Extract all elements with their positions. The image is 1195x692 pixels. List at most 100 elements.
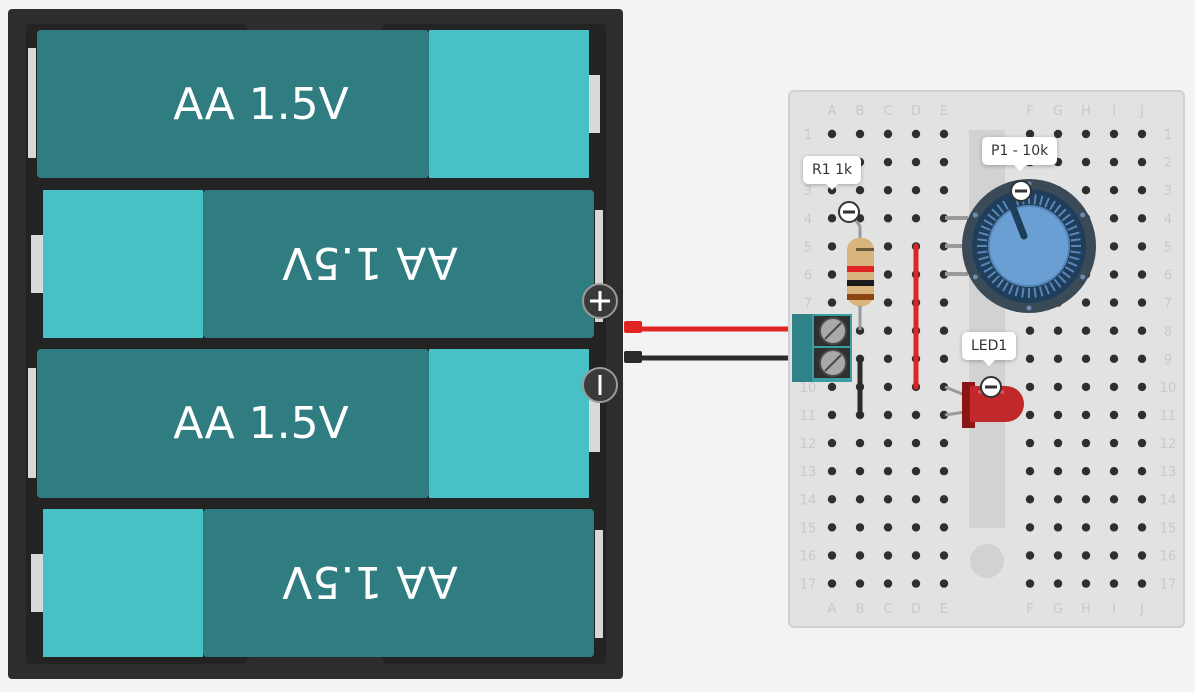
breadboard-hole[interactable] <box>1025 523 1035 532</box>
breadboard-hole[interactable] <box>1109 551 1119 560</box>
breadboard-hole[interactable] <box>939 410 949 420</box>
breadboard-hole[interactable] <box>883 186 893 195</box>
battery-leads[interactable] <box>624 321 800 363</box>
breadboard-hole[interactable] <box>911 129 921 139</box>
breadboard-hole[interactable] <box>883 495 893 504</box>
breadboard-hole[interactable] <box>1137 495 1147 504</box>
battery-pack[interactable]: AA 1.5V AA 1.5V AA 1.5V AA 1.5V <box>8 9 623 679</box>
breadboard-hole[interactable] <box>827 298 837 307</box>
breadboard-hole[interactable] <box>1109 354 1119 363</box>
breadboard-hole[interactable] <box>1081 467 1091 476</box>
breadboard-hole[interactable] <box>911 157 921 167</box>
breadboard-hole[interactable] <box>1109 326 1119 335</box>
battery-cell-4[interactable]: AA 1.5V <box>31 509 603 657</box>
terminal-block[interactable] <box>792 314 852 382</box>
breadboard-hole[interactable] <box>827 410 837 420</box>
breadboard-hole[interactable] <box>883 270 893 279</box>
breadboard-hole[interactable] <box>1137 523 1147 532</box>
breadboard-hole[interactable] <box>939 523 949 532</box>
breadboard-hole[interactable] <box>1025 467 1035 476</box>
breadboard-hole[interactable] <box>1109 270 1119 279</box>
breadboard-hole[interactable] <box>883 214 893 223</box>
breadboard-hole[interactable] <box>883 382 893 392</box>
breadboard-hole[interactable] <box>883 298 893 307</box>
breadboard-hole[interactable] <box>827 579 837 588</box>
breadboard-hole[interactable] <box>855 551 865 560</box>
breadboard-hole[interactable] <box>939 129 949 139</box>
negative-terminal[interactable] <box>582 367 618 403</box>
breadboard-hole[interactable] <box>1109 579 1119 588</box>
breadboard-hole[interactable] <box>911 495 921 504</box>
breadboard-hole[interactable] <box>1053 467 1063 476</box>
battery-cell-3[interactable]: AA 1.5V <box>28 349 600 498</box>
breadboard-hole[interactable] <box>1081 579 1091 588</box>
breadboard-hole[interactable] <box>1109 186 1119 195</box>
breadboard-hole[interactable] <box>1081 438 1091 448</box>
breadboard-hole[interactable] <box>1137 551 1147 560</box>
breadboard-hole[interactable] <box>1025 579 1035 588</box>
breadboard-hole[interactable] <box>1137 579 1147 588</box>
breadboard-hole[interactable] <box>1053 129 1063 139</box>
breadboard-hole[interactable] <box>1109 157 1119 167</box>
breadboard-hole[interactable] <box>827 382 837 392</box>
breadboard-hole[interactable] <box>855 129 865 139</box>
breadboard-hole[interactable] <box>855 579 865 588</box>
breadboard-hole[interactable] <box>911 467 921 476</box>
battery-cell-1[interactable]: AA 1.5V <box>28 30 600 178</box>
breadboard-hole[interactable] <box>1025 438 1035 448</box>
breadboard-hole[interactable] <box>827 214 837 223</box>
breadboard-hole[interactable] <box>1109 382 1119 392</box>
breadboard-hole[interactable] <box>883 551 893 560</box>
breadboard-hole[interactable] <box>883 410 893 420</box>
breadboard-hole[interactable] <box>1137 298 1147 307</box>
breadboard-hole[interactable] <box>939 438 949 448</box>
breadboard-hole[interactable] <box>1081 551 1091 560</box>
breadboard-hole[interactable] <box>855 186 865 195</box>
breadboard-hole[interactable] <box>827 551 837 560</box>
breadboard-hole[interactable] <box>883 326 893 335</box>
breadboard-hole[interactable] <box>1053 354 1063 363</box>
breadboard-hole[interactable] <box>1025 326 1035 335</box>
breadboard-hole[interactable] <box>939 298 949 307</box>
breadboard-hole[interactable] <box>883 354 893 363</box>
breadboard-hole[interactable] <box>911 438 921 448</box>
pot-knob[interactable] <box>989 206 1069 286</box>
breadboard-hole[interactable] <box>1109 214 1119 223</box>
breadboard-hole[interactable] <box>1109 495 1119 504</box>
breadboard-hole[interactable] <box>855 438 865 448</box>
breadboard-hole[interactable] <box>1137 242 1147 251</box>
breadboard-hole[interactable] <box>939 467 949 476</box>
breadboard-hole[interactable] <box>1053 382 1063 392</box>
breadboard-hole[interactable] <box>827 523 837 532</box>
breadboard-hole[interactable] <box>1081 186 1091 195</box>
breadboard-hole[interactable] <box>827 438 837 448</box>
breadboard-hole[interactable] <box>1053 438 1063 448</box>
breadboard-hole[interactable] <box>1053 579 1063 588</box>
breadboard-hole[interactable] <box>1137 467 1147 476</box>
breadboard-hole[interactable] <box>1109 298 1119 307</box>
breadboard-hole[interactable] <box>883 157 893 167</box>
breadboard-hole[interactable] <box>1137 438 1147 448</box>
breadboard-hole[interactable] <box>1025 354 1035 363</box>
breadboard-hole[interactable] <box>883 438 893 448</box>
breadboard-hole[interactable] <box>939 551 949 560</box>
breadboard-hole[interactable] <box>827 270 837 279</box>
breadboard-hole[interactable] <box>939 326 949 335</box>
positive-terminal[interactable] <box>582 283 618 319</box>
breadboard-hole[interactable] <box>855 467 865 476</box>
breadboard-hole[interactable] <box>1081 382 1091 392</box>
breadboard-hole[interactable] <box>883 129 893 139</box>
breadboard-hole[interactable] <box>1137 129 1147 139</box>
breadboard-hole[interactable] <box>1025 382 1035 392</box>
breadboard-hole[interactable] <box>1053 523 1063 532</box>
breadboard-hole[interactable] <box>1053 410 1063 420</box>
breadboard-hole[interactable] <box>1109 242 1119 251</box>
breadboard-hole[interactable] <box>1025 410 1035 420</box>
breadboard-hole[interactable] <box>911 186 921 195</box>
breadboard-hole[interactable] <box>911 579 921 588</box>
resistor-tag[interactable]: R1 1k <box>803 156 862 190</box>
breadboard-hole[interactable] <box>827 467 837 476</box>
battery-cell-2[interactable]: AA 1.5V <box>31 190 603 338</box>
breadboard-hole[interactable] <box>855 495 865 504</box>
